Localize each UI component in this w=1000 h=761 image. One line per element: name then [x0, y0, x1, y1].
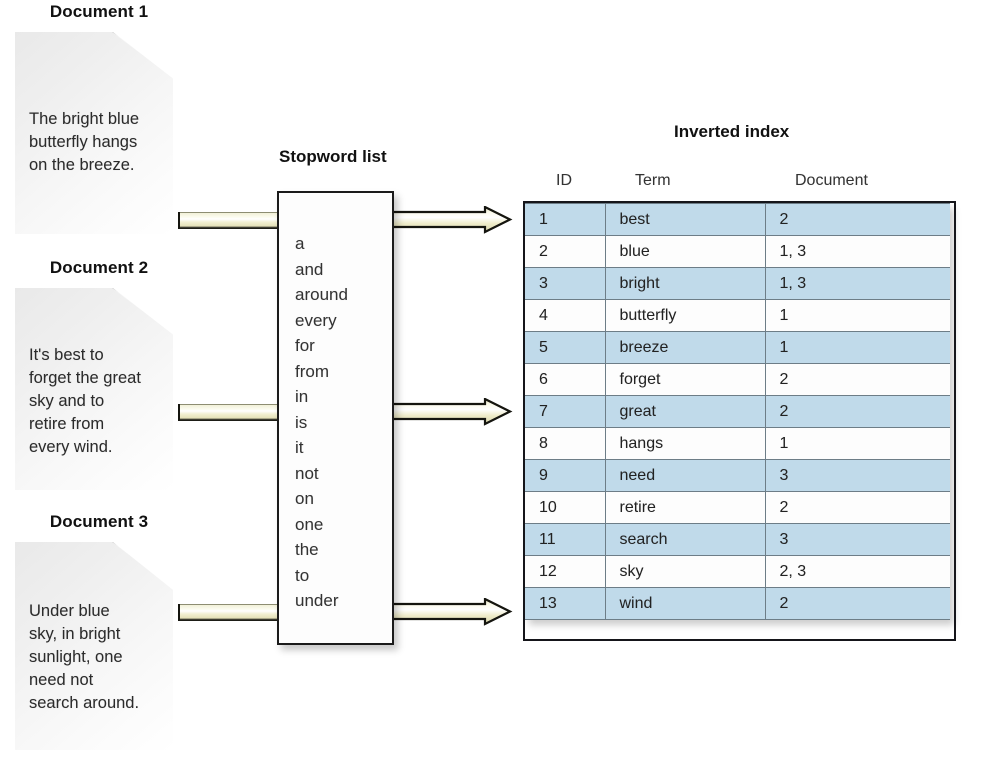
cell-term: hangs [605, 427, 766, 460]
stopword-list-items: a and around every for from in is it not… [295, 231, 348, 614]
table-row[interactable]: 8 hangs 1 [525, 427, 950, 460]
cell-document: 1 [765, 299, 950, 332]
stopword-item: under [295, 591, 339, 610]
table-row[interactable]: 4 butterfly 1 [525, 299, 950, 332]
inverted-index-table: 1 best 2 2 blue 1, 3 3 bright 1, 3 4 but… [525, 203, 950, 620]
column-header-document: Document [795, 172, 868, 189]
cell-id: 6 [525, 363, 606, 396]
stopword-item: every [295, 310, 337, 330]
document-3-page: Under blue sky, in bright sunlight, one … [15, 542, 173, 750]
document-2-text: It's best to forget the great sky and to… [29, 346, 141, 456]
inverted-index-title: Inverted index [674, 122, 790, 141]
table-row[interactable]: 7 great 2 [525, 395, 950, 428]
cell-id: 9 [525, 459, 606, 492]
page-fold-corner-icon [112, 32, 173, 78]
cell-document: 1 [765, 331, 950, 364]
cell-term: need [605, 459, 766, 492]
cell-term: forget [605, 363, 766, 396]
arrow-stopword-to-index-2 [389, 398, 513, 428]
cell-document: 2 [765, 491, 950, 524]
stopword-item: on [295, 489, 314, 508]
cell-term: sky [605, 555, 766, 588]
document-1-title: Document 1 [49, 2, 149, 21]
stopword-item: and [295, 259, 324, 279]
document-1-page: The bright blue butterfly hangs on the b… [15, 32, 173, 234]
stopword-item: the [295, 540, 319, 559]
stopword-item: for [295, 336, 315, 355]
table-row[interactable]: 2 blue 1, 3 [525, 235, 950, 268]
cell-document: 2 [765, 203, 950, 236]
cell-id: 2 [525, 235, 606, 268]
cell-id: 3 [525, 267, 606, 300]
table-row[interactable]: 10 retire 2 [525, 491, 950, 524]
document-3-title: Document 3 [49, 512, 149, 531]
stopword-item: one [295, 514, 324, 534]
cell-id: 8 [525, 427, 606, 460]
arrow-doc3-to-stopword [178, 604, 282, 621]
stopword-item: from [295, 361, 329, 381]
arrow-stopword-to-index-3 [389, 598, 513, 628]
cell-id: 1 [525, 203, 606, 236]
cell-term: breeze [605, 331, 766, 364]
document-1-text: The bright blue butterfly hangs on the b… [29, 110, 140, 174]
column-header-id: ID [556, 172, 572, 189]
table-row[interactable]: 13 wind 2 [525, 587, 950, 620]
stopword-list-title: Stopword list [279, 147, 387, 166]
cell-document: 1, 3 [765, 235, 950, 268]
cell-id: 13 [525, 587, 606, 620]
cell-term: blue [605, 235, 766, 268]
cell-id: 11 [525, 523, 606, 556]
table-row[interactable]: 11 search 3 [525, 523, 950, 556]
cell-term: butterfly [605, 299, 766, 332]
arrow-stopword-to-index-1 [389, 206, 513, 236]
cell-document: 2 [765, 395, 950, 428]
page-fold-corner-icon [112, 288, 173, 334]
stopword-item: in [295, 387, 309, 406]
page-fold-corner-icon [112, 542, 173, 588]
cell-document: 1, 3 [765, 267, 950, 300]
cell-id: 12 [525, 555, 606, 588]
stopword-item: not [295, 463, 319, 483]
cell-id: 7 [525, 395, 606, 428]
cell-document: 2 [765, 587, 950, 620]
stopword-item: it [295, 438, 304, 457]
table-row[interactable]: 12 sky 2, 3 [525, 555, 950, 588]
cell-id: 4 [525, 299, 606, 332]
cell-document: 1 [765, 427, 950, 460]
cell-id: 10 [525, 491, 606, 524]
cell-id: 5 [525, 331, 606, 364]
stopword-item: a [295, 234, 305, 253]
table-row[interactable]: 5 breeze 1 [525, 331, 950, 364]
table-row[interactable]: 6 forget 2 [525, 363, 950, 396]
document-2-title: Document 2 [49, 258, 149, 277]
cell-term: bright [605, 267, 766, 300]
cell-term: search [605, 523, 766, 556]
cell-term: wind [605, 587, 766, 620]
table-row[interactable]: 1 best 2 [525, 203, 950, 236]
column-header-term: Term [635, 172, 671, 189]
document-2-page: It's best to forget the great sky and to… [15, 288, 173, 490]
cell-document: 2 [765, 363, 950, 396]
cell-term: retire [605, 491, 766, 524]
cell-document: 3 [765, 523, 950, 556]
arrow-doc2-to-stopword [178, 404, 282, 421]
cell-term: best [605, 203, 766, 236]
cell-document: 2, 3 [765, 555, 950, 588]
stopword-item: is [295, 412, 308, 432]
table-row[interactable]: 9 need 3 [525, 459, 950, 492]
document-3-text: Under blue sky, in bright sunlight, one … [29, 602, 140, 712]
cell-term: great [605, 395, 766, 428]
table-row[interactable]: 3 bright 1, 3 [525, 267, 950, 300]
stopword-item: to [295, 565, 310, 585]
arrow-doc1-to-stopword [178, 212, 282, 229]
stopword-list-box: a and around every for from in is it not… [277, 191, 394, 645]
stopword-item: around [295, 285, 348, 304]
inverted-index-body: 1 best 2 2 blue 1, 3 3 bright 1, 3 4 but… [525, 203, 950, 620]
cell-document: 3 [765, 459, 950, 492]
